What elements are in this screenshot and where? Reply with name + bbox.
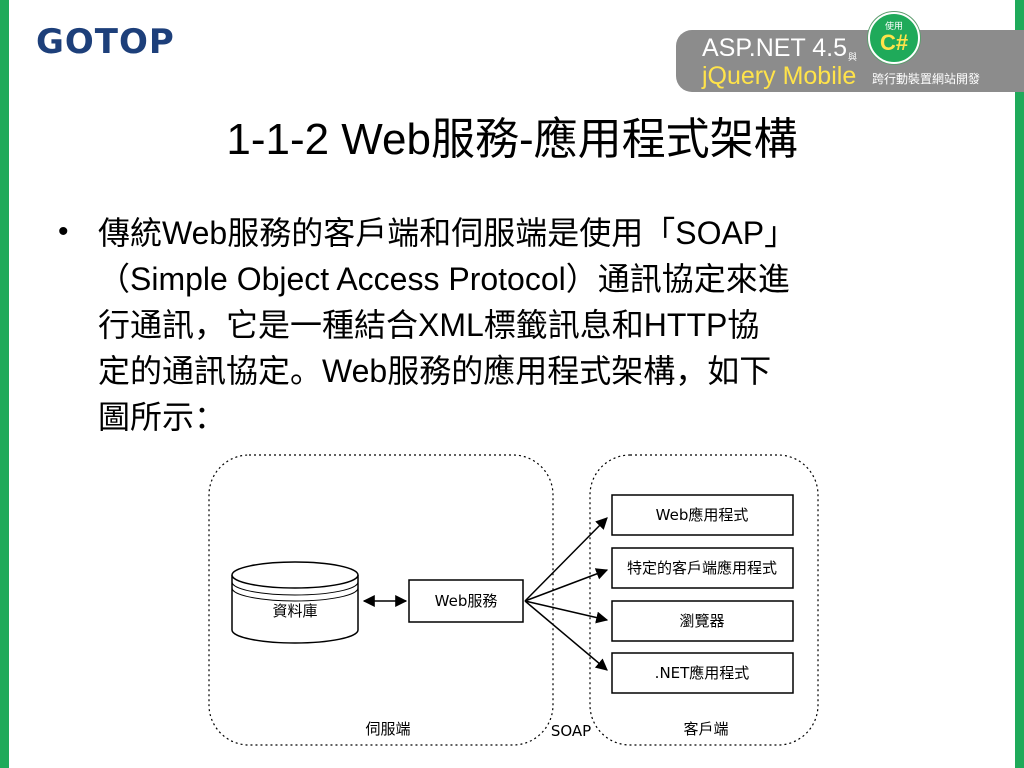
client-side-label: 客戶端 bbox=[683, 720, 728, 738]
arrow-to-specific-client bbox=[524, 568, 609, 602]
arrow-to-browser bbox=[524, 600, 609, 624]
left-accent-bar bbox=[0, 0, 9, 768]
right-accent-bar bbox=[1015, 0, 1024, 768]
soap-protocol-label: SOAP bbox=[551, 722, 591, 740]
banner-subtitle: 跨行動裝置網站開發 bbox=[872, 72, 981, 86]
arrow-to-dotnet-app bbox=[524, 600, 608, 671]
client-box-specific-app bbox=[611, 547, 794, 589]
client-label-specific-app: 特定的客戶端應用程式 bbox=[627, 559, 777, 577]
book-banner: ASP.NET 4.5 與 jQuery Mobile 跨行動裝置網站開發 使用… bbox=[676, 12, 1024, 96]
badge-big-text: C# bbox=[879, 30, 909, 55]
bullet-dot: • bbox=[58, 215, 69, 248]
client-box-dotnet-app bbox=[611, 652, 794, 694]
body-line-2: （Simple Object Access Protocol）通訊協定來進 bbox=[98, 261, 790, 297]
body-line-4: 定的通訊協定。Web服務的應用程式架構，如下 bbox=[98, 353, 772, 389]
arrow-to-web-app bbox=[524, 517, 608, 602]
gotop-logo: GOTOP bbox=[36, 22, 175, 62]
banner-background bbox=[676, 30, 1024, 92]
client-container bbox=[589, 454, 819, 746]
bullet-paragraph: 傳統Web服務的客戶端和伺服端是使用「SOAP」 （Simple Object … bbox=[98, 210, 968, 440]
body-line-5: 圖所示： bbox=[98, 399, 227, 435]
client-box-browser bbox=[611, 600, 794, 642]
banner-jquery-text: jQuery Mobile bbox=[702, 62, 857, 90]
csharp-badge-icon: 使用 C# bbox=[868, 12, 920, 64]
client-label-web-app: Web應用程式 bbox=[656, 506, 749, 524]
slide-title: 1-1-2 Web服務-應用程式架構 bbox=[226, 115, 798, 164]
client-box-web-app bbox=[611, 494, 794, 536]
web-service-label: Web服務 bbox=[435, 592, 498, 610]
body-line-1: 傳統Web服務的客戶端和伺服端是使用「SOAP」 bbox=[98, 215, 797, 251]
banner-aspnet-text: ASP.NET 4.5 bbox=[702, 34, 847, 62]
web-service-box bbox=[408, 579, 524, 623]
client-label-dotnet-app: .NET應用程式 bbox=[655, 664, 750, 682]
badge-small-text: 使用 bbox=[884, 21, 903, 31]
server-container bbox=[208, 454, 554, 746]
database-cylinder-icon bbox=[231, 561, 359, 644]
database-label: 資料庫 bbox=[272, 602, 317, 620]
server-side-label: 伺服端 bbox=[365, 720, 410, 738]
banner-conjunction: 與 bbox=[848, 52, 858, 62]
body-line-3: 行通訊，它是一種結合XML標籤訊息和HTTP協 bbox=[98, 307, 760, 343]
client-label-browser: 瀏覽器 bbox=[679, 612, 724, 630]
